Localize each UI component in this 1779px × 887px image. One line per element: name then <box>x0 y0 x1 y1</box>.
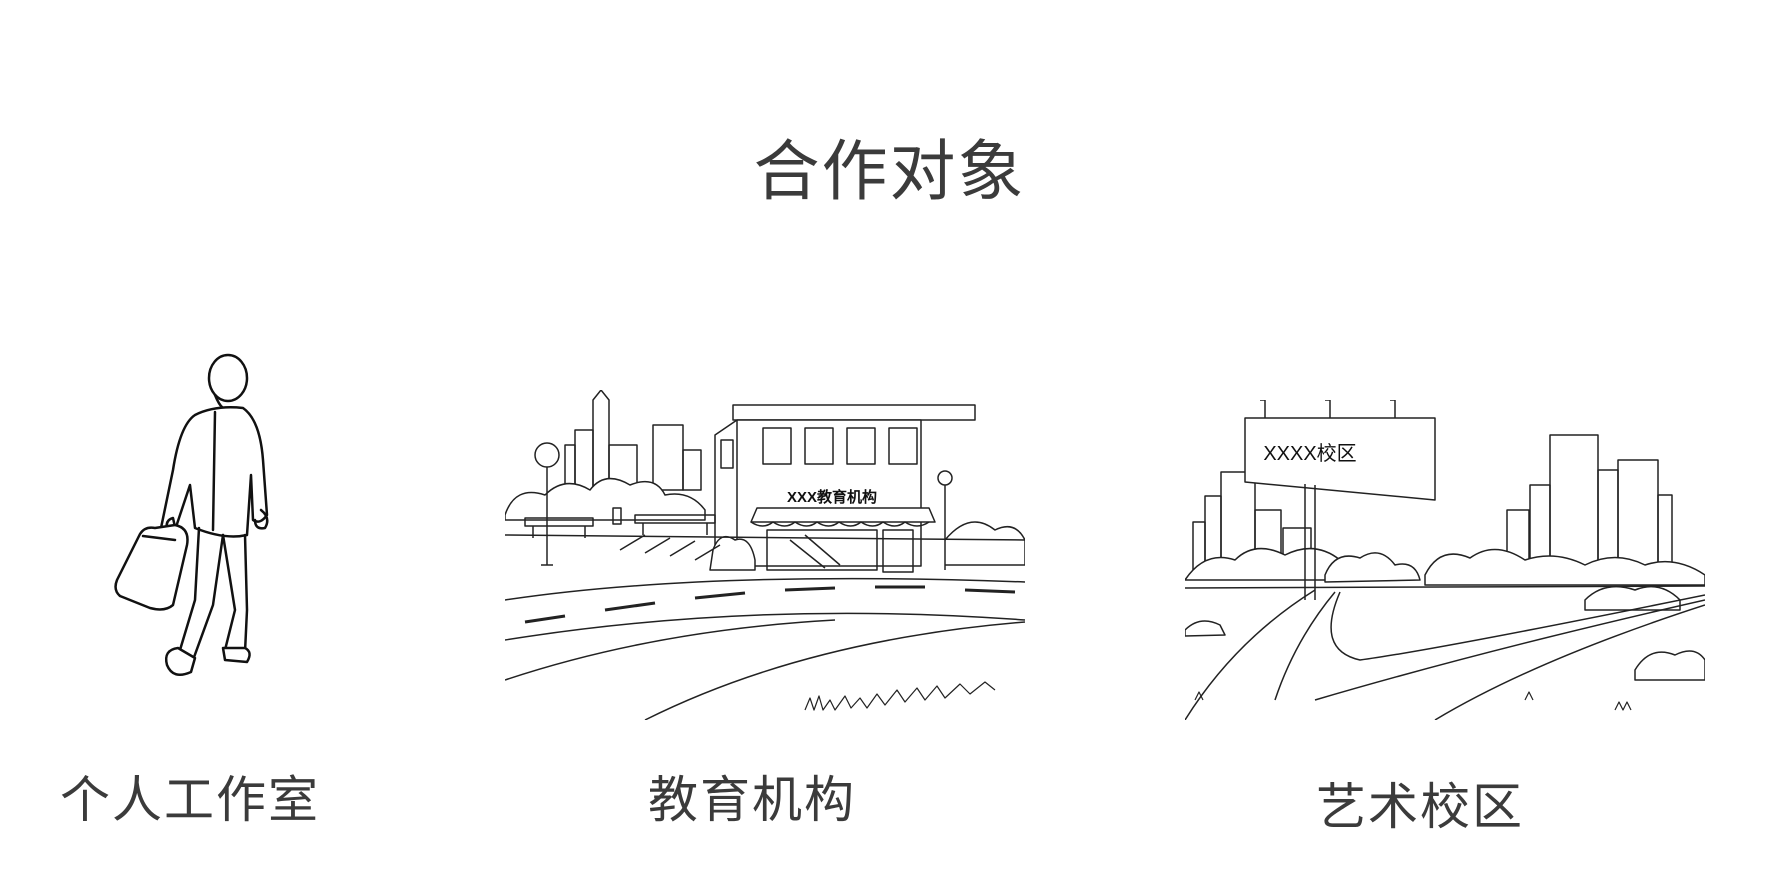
label-art-campus: 艺术校区 <box>1316 778 1524 836</box>
label-education-institution: 教育机构 <box>648 771 856 829</box>
page-title: 合作对象 <box>753 133 1026 210</box>
edu-sign-text: XXX教育机构 <box>787 488 877 506</box>
billboard-sign-text: XXXX校区 <box>1263 442 1356 465</box>
label-personal-studio: 个人工作室 <box>60 771 320 829</box>
walking-businessman-illustration <box>95 350 285 720</box>
education-building-illustration: XXX教育机构 <box>505 390 1025 720</box>
billboard-road-illustration: XXXX校区 <box>1185 400 1705 720</box>
